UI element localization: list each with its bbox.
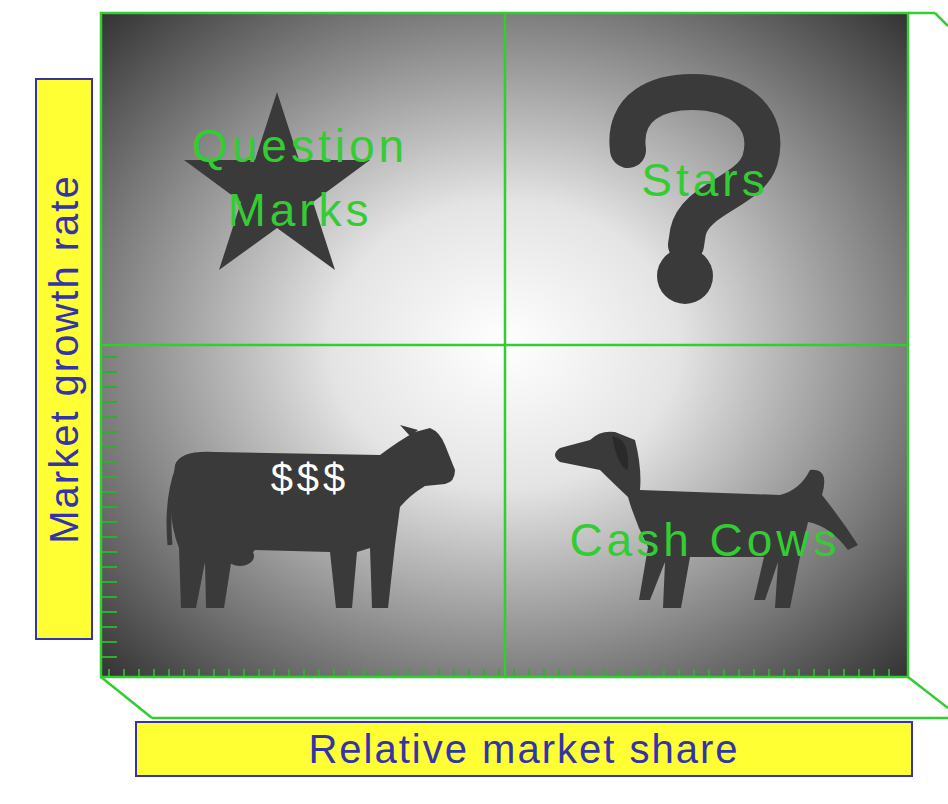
quadrant-box: Cash Cows — [505, 345, 908, 677]
axis-label-box: Market growth rate — [35, 78, 93, 640]
quadrant-title: Stars — [641, 148, 768, 212]
dog-icon — [555, 432, 858, 608]
quadrant-box: Question Marks — [101, 13, 505, 345]
matrix-frame — [101, 13, 948, 718]
quadrant-title: Cash Cows — [569, 508, 840, 572]
quadrant-title: Question Marks — [150, 114, 450, 243]
axis-title: Relative market share — [308, 727, 739, 771]
star-icon — [184, 92, 370, 270]
money-label: $$$ — [271, 456, 350, 501]
cow-icon — [169, 425, 455, 608]
axis-title: Market growth rate — [42, 174, 86, 543]
axis-ticks — [101, 356, 117, 668]
matrix-ground — [101, 13, 908, 677]
quadrant-box: Stars — [505, 13, 908, 345]
axis-label-box: Relative market share — [135, 721, 913, 777]
